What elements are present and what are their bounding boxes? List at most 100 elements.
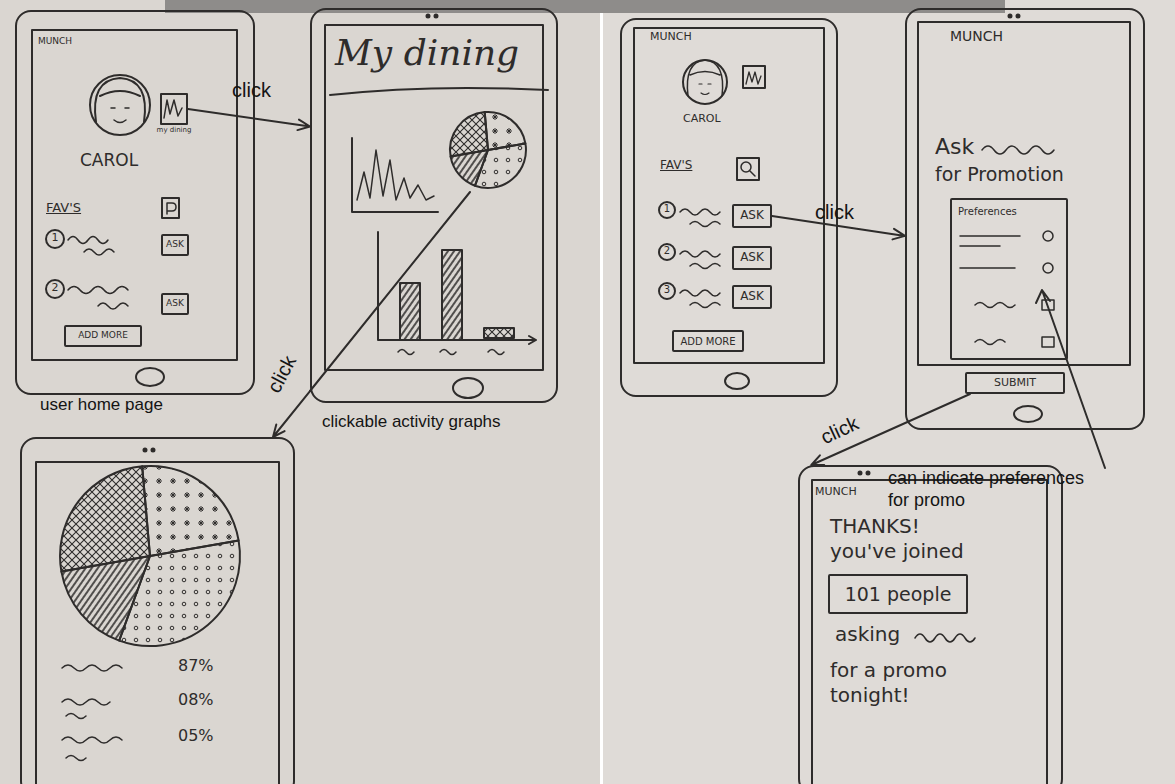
- title-swoosh: [330, 88, 548, 95]
- pie-slice: [61, 556, 150, 641]
- button-text: SUBMIT: [994, 377, 1036, 389]
- number-circle: [659, 244, 675, 260]
- screen-text: 1: [660, 203, 674, 216]
- signature-scribble: [746, 72, 761, 84]
- search-icon: [750, 171, 755, 176]
- screen-text: THANKS! you've joined: [830, 514, 990, 564]
- ask-button: ASK: [161, 293, 189, 315]
- edge-label: click: [815, 200, 854, 224]
- placeholder-scribble: [982, 146, 1054, 154]
- screen-text: FAV'S: [660, 158, 705, 173]
- screen-text: 1: [47, 231, 63, 245]
- screen-display: [634, 28, 824, 363]
- pie-slice: [451, 150, 488, 186]
- pie-slice: [60, 466, 150, 571]
- camera-dot: [1009, 15, 1012, 18]
- phone-screen: MUNCHCAROLFAV'S12my diningASKASKADD MORE: [15, 10, 255, 395]
- button-text: ADD MORE: [78, 331, 128, 341]
- screen-display: [36, 462, 279, 784]
- ask-button: ASK: [732, 285, 772, 309]
- search-box: [737, 158, 759, 180]
- signature-scribble: [164, 100, 182, 118]
- placeholder-scribble: [915, 634, 975, 642]
- search-box: [162, 198, 179, 218]
- edge-label: click: [232, 78, 271, 102]
- paper-photo: [603, 0, 1175, 784]
- graph-shortcut-box: [743, 66, 765, 88]
- number-circle: [46, 280, 64, 298]
- button-text: ASK: [166, 240, 184, 250]
- ask-button: ASK: [732, 204, 772, 228]
- screen-display: [32, 30, 237, 360]
- camera-dot: [152, 449, 155, 452]
- phone-screen: 87% 08% 05%: [20, 437, 295, 784]
- placeholder-scribble: [68, 287, 128, 310]
- percent-value: 05%: [178, 726, 248, 746]
- phone-screen: MUNCHCAROLFAV'S123ASKASKASKADD MORE: [620, 18, 838, 397]
- paper-photo: [0, 0, 600, 784]
- line-chart-trace: [357, 150, 434, 200]
- click-arrow: [188, 109, 310, 130]
- preference-toggle: [1043, 231, 1053, 241]
- screen-title: My dining: [335, 30, 550, 75]
- title-strip: [165, 0, 1005, 13]
- number-circle: [659, 283, 675, 299]
- annotation-label: clickable activity graphs: [322, 412, 562, 432]
- screen-text: CAROL: [683, 112, 738, 126]
- home-button: [1014, 406, 1042, 422]
- button-text: ASK: [740, 251, 764, 264]
- bar: [442, 250, 462, 340]
- preferences-panel: Preferences: [950, 198, 1068, 360]
- search-icon: [167, 203, 176, 214]
- avatar: [683, 60, 727, 104]
- avatar-face: [111, 108, 129, 123]
- edge-label: click: [262, 351, 301, 397]
- screen-text: FAV'S: [46, 200, 96, 216]
- ask-button: ASK: [161, 234, 189, 256]
- graph-shortcut-box: my dining: [160, 93, 188, 125]
- screen-text: for Promotion: [935, 163, 1120, 187]
- percent-value: 87%: [178, 656, 248, 676]
- add-more-button: ADD MORE: [672, 330, 744, 352]
- camera-dot: [435, 15, 438, 18]
- screen-text: Ask: [935, 133, 985, 161]
- preference-row: [960, 236, 1020, 345]
- screen-text: for a promo tonight!: [830, 658, 990, 708]
- annotation-label: can indicate preferences for promo: [888, 468, 1100, 511]
- click-arrow: [772, 216, 905, 239]
- percent-value: 08%: [178, 690, 248, 710]
- add-more-button: ADD MORE: [64, 325, 142, 347]
- submit-button: SUBMIT: [965, 372, 1065, 394]
- placeholder-scribble: [680, 209, 720, 227]
- avatar-face: [699, 84, 711, 95]
- legend-scribble: [62, 665, 122, 761]
- placeholder-scribble: [680, 290, 720, 308]
- button-text: ASK: [166, 299, 184, 309]
- bar: [484, 328, 514, 338]
- number-circle: [46, 230, 64, 248]
- click-leader: [310, 192, 470, 391]
- screen-display: [325, 25, 543, 370]
- preference-toggle: [1042, 337, 1054, 347]
- panel-heading: Preferences: [958, 206, 1058, 219]
- camera-dot: [859, 472, 862, 475]
- callout-arrow: [1036, 290, 1105, 468]
- bar-chart-axes: [378, 232, 536, 344]
- screen-text: 2: [660, 245, 674, 258]
- screen-text: MUNCH: [815, 485, 885, 499]
- home-button: [725, 373, 749, 389]
- placeholder-scribble: [68, 237, 114, 256]
- avatar-hair: [687, 60, 722, 96]
- screen-display: [812, 480, 1047, 784]
- button-text: ASK: [740, 209, 764, 222]
- click-arrow: [273, 391, 310, 437]
- placeholder-scribble: [680, 251, 720, 269]
- phone-screen: My dining: [310, 8, 558, 403]
- home-button: [136, 368, 164, 386]
- phone-screen: MUNCHTHANKS! you've joinedaskingfor a pr…: [798, 465, 1063, 784]
- screen-display: [918, 22, 1130, 365]
